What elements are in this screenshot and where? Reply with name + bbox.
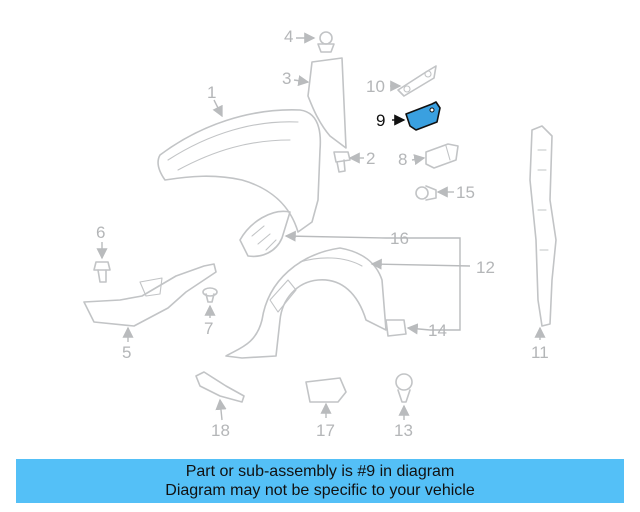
callout-14: 14 (428, 321, 447, 340)
callout-7: 7 (204, 319, 214, 338)
leader-lines (96, 32, 546, 421)
callout-13: 13 (394, 421, 413, 440)
banner-line-2: Diagram may not be specific to your vehi… (165, 482, 475, 499)
part-6-bolt (93, 261, 111, 283)
part-10-bracket (397, 65, 437, 97)
part-5-lower-bracket (83, 263, 217, 327)
part-3-trim-panel (307, 57, 347, 149)
part-17-trim (305, 377, 347, 403)
callout-15: 15 (456, 183, 475, 202)
callout-5: 5 (122, 343, 132, 362)
part-4-clip (317, 31, 335, 53)
part-8-bracket (425, 143, 459, 169)
callout-16: 16 (390, 229, 409, 248)
callout-11: 11 (531, 343, 549, 362)
info-banner: Part or sub-assembly is #9 in diagram Di… (16, 459, 624, 503)
part-12-wheel-liner (225, 247, 387, 359)
part-2-screw (333, 151, 351, 173)
callout-3: 3 (282, 69, 292, 88)
callout-9: 9 (376, 111, 386, 130)
part-15-push-clip (415, 185, 437, 201)
callout-17: 17 (316, 421, 335, 440)
part-13-screw (395, 373, 413, 403)
part-16-splash-shield (239, 210, 291, 258)
callout-12: 12 (476, 258, 495, 277)
part-7-clip (202, 287, 218, 303)
banner-line-1: Part or sub-assembly is #9 in diagram (185, 463, 455, 480)
callout-6: 6 (96, 223, 106, 242)
part-9-bracket-highlighted (405, 101, 441, 131)
callout-1: 1 (207, 83, 217, 102)
part-14-clip (385, 319, 407, 337)
callout-2: 2 (366, 149, 376, 168)
callout-4: 4 (284, 27, 294, 46)
part-18-deflector (195, 371, 245, 403)
callout-8: 8 (398, 150, 408, 169)
callout-10: 10 (366, 77, 385, 96)
part-11-side-bracket (529, 125, 557, 327)
part-1-fender (157, 109, 322, 233)
callout-18: 18 (211, 421, 230, 440)
